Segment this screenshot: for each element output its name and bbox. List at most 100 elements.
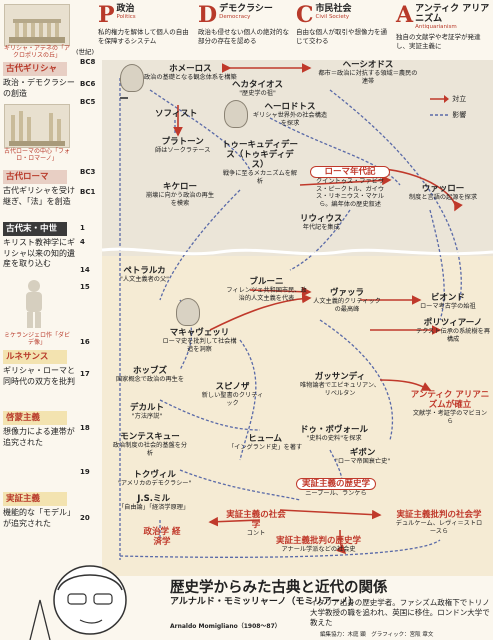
node-name: ヘーシオドス xyxy=(342,60,394,70)
column-subtitle: Antiquarianism xyxy=(415,24,457,30)
node-name: 実証主義の歴史学 xyxy=(296,478,376,490)
node-desc: "方法序説" xyxy=(131,413,163,420)
node-name: ソフィスト xyxy=(155,109,198,119)
century-marker: 16 xyxy=(80,338,90,346)
century-marker: 17 xyxy=(80,370,90,378)
column-title: デモクラシー xyxy=(219,4,273,14)
influence-line xyxy=(239,339,257,461)
node-name: ポリツィアーノ xyxy=(423,318,483,328)
node-montesquieu: モンテスキュー 政治制度の社会的基盤を分析 xyxy=(110,432,190,457)
node-desc: クイントゥス・ファビウス・ピークトル、ガイウス・リキニウス・マケルら。編年体の歴… xyxy=(315,178,385,208)
column-title: 政治 xyxy=(116,4,135,14)
node-bruni: ブルーニ フィレンツェ共和国市民、政治的人文主義を代表 xyxy=(224,277,309,302)
node-desc: フィレンツェ共和国市民、政治的人文主義を代表 xyxy=(226,287,307,302)
era-description: 古代ギリシャを受け継ぎ、「法」を創造 xyxy=(3,186,75,206)
era-label-ancient-greece: 古代ギリシャ xyxy=(3,62,67,76)
column-democracy: D デモクラシー Democracy 政治も侵せない個人の絶対的な部分の存在を認… xyxy=(198,4,294,45)
node-homer: ホメーロス 政治の基礎となる観念体系を構築 xyxy=(144,64,237,82)
influence-line xyxy=(159,399,261,431)
node-name: 実証主義の社会学 xyxy=(226,510,286,530)
era-description: キリスト教神学にギリシャ以来の知的遺産を取り込む xyxy=(3,238,75,268)
column-subtitle: Democracy xyxy=(219,14,251,20)
century-marker: BC5 xyxy=(80,98,96,106)
node-hobbes: ホッブズ 国家概念で政治の再生を xyxy=(110,366,190,384)
acropolis-picture xyxy=(4,4,70,46)
node-sophist: ソフィスト xyxy=(155,109,197,119)
century-marker: BC6 xyxy=(80,80,96,88)
node-positivism-critical-sociology: 実証主義批判の社会学 デュルケーム、レヴィ＝ストロースら xyxy=(394,510,484,535)
century-marker: 20 xyxy=(80,514,90,522)
influence-line xyxy=(429,209,445,321)
node-desc: 制度と言語の起源を探求 xyxy=(408,194,478,201)
node-name: ドゥ・ボヴォール xyxy=(300,425,369,435)
node-name: 政治学 経済学 xyxy=(143,527,181,547)
era-label-positivism: 実証主義 xyxy=(3,492,67,506)
node-desc: 唯物論者でエピキュリアン、リベルタン xyxy=(300,382,380,397)
node-desc: 人文主義的クリティックの最高峰 xyxy=(313,298,381,313)
node-gibbon: ギボン "ローマ帝国衰亡史" xyxy=(335,448,390,466)
node-bossuet: ドゥ・ボヴォール "史料の史料"を探求 xyxy=(300,425,368,443)
sophist-tag xyxy=(120,97,128,99)
machiavelli-portrait xyxy=(176,298,200,326)
node-tocqueville: トクヴィル "アメリカのデモクラシー" xyxy=(118,470,191,488)
footer xyxy=(0,560,493,640)
influence-line xyxy=(119,539,441,558)
momigliano-portrait-icon xyxy=(29,565,127,640)
node-desc: ローマ考古学の始祖 xyxy=(420,303,476,310)
node-hesiod: ヘーシオドス 都市＝政治に対抗する領域＝農民の連帯 xyxy=(318,60,418,85)
node-cicero: キケロー 崩壊に向かう政治の再生を模索 xyxy=(145,182,215,207)
column-politics: P 政治 Politics 私的権力を解体して個人の自由を保障するシステム xyxy=(98,4,194,45)
node-desc: 新しい聖書のクリティック xyxy=(201,392,264,407)
node-desc: "ローマ帝国衰亡史" xyxy=(335,458,391,465)
era-label-renaissance: ルネサンス xyxy=(3,350,67,364)
node-positivist-sociology: 実証主義の社会学 コント xyxy=(226,510,286,538)
node-desc: テクスト伝承の系統樹を再構成 xyxy=(415,328,491,343)
picture-caption: ミケランジェロ作「ダビデ像」 xyxy=(3,332,70,346)
acropolis-icon xyxy=(9,19,65,43)
column-subtitle: Politics xyxy=(116,14,136,20)
column-title: 市民社会 xyxy=(315,4,352,14)
opposition-line xyxy=(249,286,312,297)
opposition-line xyxy=(208,516,261,527)
node-desc: ローマ史を批判して社会構造を洞察 xyxy=(162,338,237,353)
node-desc: 年代記を集成 xyxy=(302,224,340,231)
era-divider xyxy=(101,247,493,256)
opposition-line xyxy=(279,509,382,520)
node-name: アンティク アリアニズムが確立 xyxy=(410,390,490,410)
node-poliziano: ポリツィアーノ テクスト伝承の系統樹を再構成 xyxy=(414,318,492,343)
node-name: ペトラルカ xyxy=(123,266,166,276)
node-spinoza: スピノザ 新しい聖書のクリティック xyxy=(200,382,265,407)
column-desc: 政治も侵せない個人の絶対的な部分の存在を認める xyxy=(198,28,289,45)
era-sidebar: ギリシャ・アテネの「アクロポリスの丘」 古代ギリシャ 政治・デモクラシーの創造 … xyxy=(0,0,90,640)
opposition-line xyxy=(335,529,347,555)
era-description: 機能的な「モデル」が追究された xyxy=(3,508,75,528)
node-positivism-critical-history: 実証主義批判の歴史学 アナール学派などの社会史 xyxy=(276,536,361,554)
influence-line xyxy=(159,189,241,301)
node-name: デカルト xyxy=(130,403,165,413)
node-desc: "歴史学の祖" xyxy=(239,90,276,97)
column-letter: D xyxy=(198,2,218,28)
column-civil-society: C 市民社会 Civil Society 自由な個人が取引や想像力を通じて交わる xyxy=(296,4,392,45)
picture-caption: 古代ローマの中心「フォロ・ロマーノ」 xyxy=(3,148,70,162)
node-name: ブルーニ xyxy=(249,277,284,287)
legend-label: 影響 xyxy=(452,111,467,119)
century-marker: BC1 xyxy=(80,188,96,196)
node-name: ヴァッラ xyxy=(329,288,364,298)
herodotus-portrait xyxy=(224,100,248,128)
era-label-enlightenment: 啓蒙主義 xyxy=(3,411,67,425)
node-desc: 政治制度の社会的基盤を分析 xyxy=(112,442,188,457)
era-label-late-antiquity: 古代末・中世 xyxy=(3,222,67,236)
century-marker: 4 xyxy=(80,238,85,246)
node-herodotus: ヘーロドトス ギリシャ世界外の社会構造を探求 xyxy=(250,102,330,127)
node-biondo: ビオンド ローマ考古学の始祖 xyxy=(420,293,476,311)
forum-ruins-icon xyxy=(9,111,65,146)
david-statue-picture xyxy=(14,278,54,330)
node-name: ホメーロス xyxy=(169,64,212,74)
node-annalists: ローマ年代記 クイントゥス・ファビウス・ピークトル、ガイウス・リキニウス・マケル… xyxy=(310,166,390,208)
legend-item-oppose: 対立 xyxy=(428,94,466,106)
opposition-line xyxy=(299,175,392,186)
opposition-line xyxy=(379,379,432,391)
node-thucydides: トゥーキュディデース（トゥキディデス） 戦争に至るメカニズムを解析 xyxy=(220,140,300,185)
node-name: キケロー xyxy=(162,182,197,192)
forum-picture xyxy=(4,104,70,148)
